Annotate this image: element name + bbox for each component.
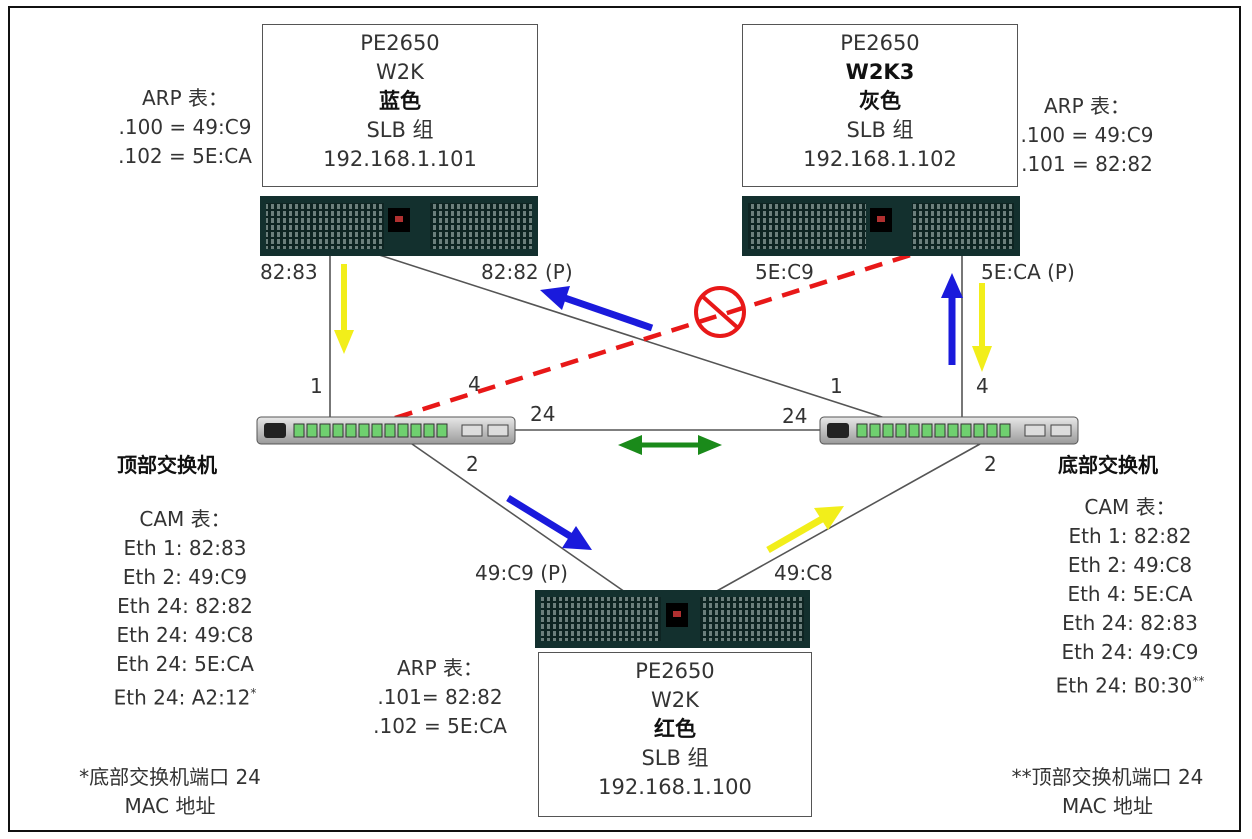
port-top-2: 2 <box>466 452 479 476</box>
arp-gray-title: ARP 表： <box>1044 94 1130 118</box>
cam-bottom-row: Eth 4: 5E:CA <box>1067 582 1193 606</box>
cam-top-footnote-mark: * <box>250 686 257 700</box>
arp-red: ARP 表： .101= 82:82 .102 = 5E:CA <box>360 654 520 741</box>
cam-top-row: Eth 24: 5E:CA <box>116 652 254 676</box>
arp-blue-row: .102 = 5E:CA <box>118 144 252 168</box>
link-label-49-c9: 49:C9 (P) <box>475 561 568 585</box>
server-red-team: 红色 <box>654 717 696 741</box>
server-blue-box: PE2650 W2K 蓝色 SLB 组 192.168.1.101 <box>262 24 538 187</box>
blocked-link-dashed <box>394 249 921 421</box>
server-blue-slb: SLB 组 <box>366 118 434 142</box>
arrow-blue-up-gray <box>941 273 963 365</box>
arrow-yellow-down-right <box>972 283 992 372</box>
cam-top-row-text: Eth 24: A2:12 <box>113 685 251 710</box>
arp-blue: ARP 表： .100 = 49:C9 .102 = 5E:CA <box>110 84 260 171</box>
cam-top-title: CAM 表： <box>139 507 231 531</box>
arp-red-row: .101= 82:82 <box>377 685 503 709</box>
arrow-green-bidirectional <box>618 435 722 455</box>
note-right-line: MAC 地址 <box>1062 794 1153 818</box>
link-label-82-82: 82:82 (P) <box>481 260 573 284</box>
arp-red-row: .102 = 5E:CA <box>373 714 507 738</box>
cam-top-row: Eth 24: 49:C8 <box>116 623 254 647</box>
arp-red-title: ARP 表： <box>397 656 483 680</box>
switch-top <box>256 416 516 445</box>
cam-bottom-row: Eth 24: 49:C9 <box>1061 640 1199 664</box>
cam-top-row: Eth 2: 49:C9 <box>122 565 248 589</box>
switch-top-label: 顶部交换机 <box>117 453 217 477</box>
server-blue-team: 蓝色 <box>379 89 421 113</box>
link-label-5e-ca: 5E:CA (P) <box>981 260 1075 284</box>
server-gray-slb: SLB 组 <box>846 118 914 142</box>
server-gray-team: 灰色 <box>859 89 901 113</box>
server-blue-model: PE2650 <box>360 31 440 55</box>
server-blue-os: W2K <box>376 60 424 84</box>
server-gray-ip: 192.168.1.102 <box>803 147 957 171</box>
arrow-blue-to-red-server <box>506 495 592 550</box>
arrow-yellow-from-red-server <box>766 506 844 554</box>
arrow-yellow-down-left <box>334 264 354 354</box>
port-top-4: 4 <box>468 372 481 396</box>
server-red-ip: 192.168.1.100 <box>598 775 752 799</box>
server-gray-chassis <box>742 196 1020 256</box>
port-top-24: 24 <box>530 402 556 426</box>
server-red-os: W2K <box>651 688 699 712</box>
cam-top-row: Eth 1: 82:83 <box>123 536 247 560</box>
cam-bottom-row: Eth 1: 82:82 <box>1068 524 1192 548</box>
server-red-model: PE2650 <box>635 659 715 683</box>
port-bottom-1: 1 <box>830 374 843 398</box>
arp-gray: ARP 表： .100 = 49:C9 .101 = 82:82 <box>1012 92 1162 179</box>
cable-red-bottom-eth2 <box>714 443 981 593</box>
arp-gray-row: .100 = 49:C9 <box>1020 123 1154 147</box>
cam-bottom-row-text: Eth 24: B0:30 <box>1055 673 1193 698</box>
server-gray-model: PE2650 <box>840 31 920 55</box>
arp-blue-row: .100 = 49:C9 <box>118 115 252 139</box>
server-gray-box: PE2650 W2K3 灰色 SLB 组 192.168.1.102 <box>742 24 1018 187</box>
cables <box>329 251 981 593</box>
note-right: **顶部交换机端口 24 MAC 地址 <box>985 763 1230 821</box>
server-blue-chassis <box>260 196 538 256</box>
cam-bottom-row: Eth 24: B0:30** <box>1030 667 1230 701</box>
server-red-slb: SLB 组 <box>641 746 709 770</box>
arrow-blue-to-blue-server <box>540 286 654 332</box>
note-right-line: **顶部交换机端口 24 <box>1011 765 1204 789</box>
cable-blue-bottom-eth1 <box>369 251 886 419</box>
switch-bottom-label: 底部交换机 <box>1058 453 1158 477</box>
cam-top-row: Eth 24: A2:12* <box>90 679 280 713</box>
server-blue-ip: 192.168.1.101 <box>323 147 477 171</box>
cam-top-row: Eth 24: 82:82 <box>117 594 253 618</box>
server-red-chassis <box>535 590 810 648</box>
cable-red-top-eth2 <box>411 443 626 593</box>
arp-blue-title: ARP 表： <box>142 86 228 110</box>
note-left-line: MAC 地址 <box>124 794 216 818</box>
link-label-49-c8: 49:C8 <box>774 561 833 585</box>
link-label-82-83: 82:83 <box>260 260 318 284</box>
port-bottom-4: 4 <box>976 374 989 398</box>
switch-bottom <box>819 416 1079 445</box>
blocked-icon <box>694 286 746 338</box>
cam-bottom: CAM 表： Eth 1: 82:82 Eth 2: 49:C8 Eth 4: … <box>1030 493 1230 701</box>
note-left-line: *底部交换机端口 24 <box>79 765 261 789</box>
cam-top: CAM 表： Eth 1: 82:83 Eth 2: 49:C9 Eth 24:… <box>90 505 280 713</box>
note-left: *底部交换机端口 24 MAC 地址 <box>50 763 290 821</box>
server-red-box: PE2650 W2K 红色 SLB 组 192.168.1.100 <box>538 652 812 817</box>
port-bottom-24: 24 <box>782 404 808 428</box>
cam-bottom-footnote-mark: ** <box>1192 674 1205 688</box>
cam-bottom-title: CAM 表： <box>1084 495 1176 519</box>
arp-gray-row: .101 = 82:82 <box>1021 152 1153 176</box>
cam-bottom-row: Eth 24: 82:83 <box>1062 611 1198 635</box>
port-top-1: 1 <box>310 374 323 398</box>
cam-bottom-row: Eth 2: 49:C8 <box>1067 553 1193 577</box>
server-gray-os: W2K3 <box>845 60 915 84</box>
port-bottom-2: 2 <box>984 452 997 476</box>
link-label-5e-c9: 5E:C9 <box>755 260 814 284</box>
diagram-frame <box>8 6 1241 832</box>
